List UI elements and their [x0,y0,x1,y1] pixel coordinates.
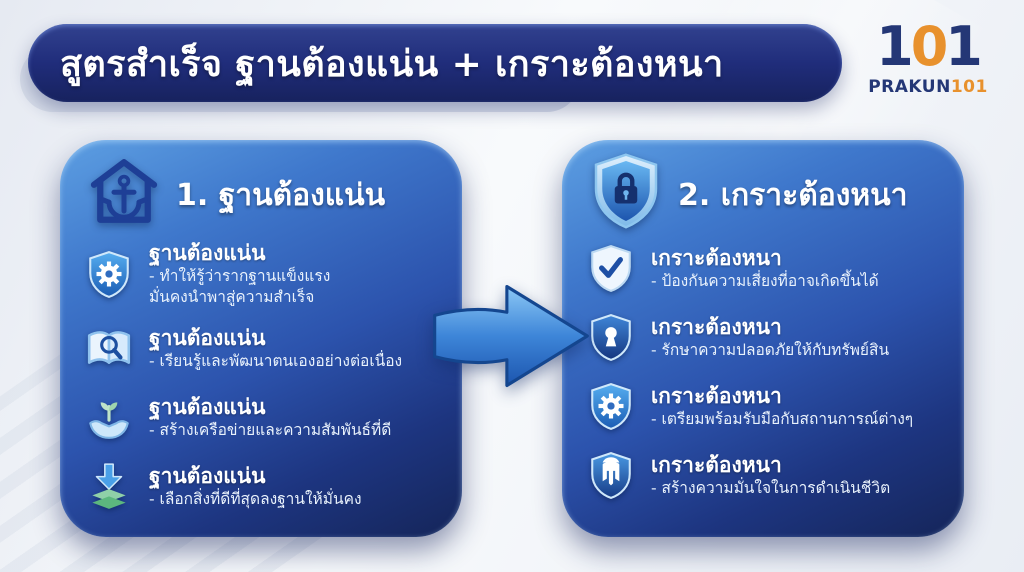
item-desc-line: - ทำให้รู้ว่ารากฐานแข็งแรง [149,267,331,286]
brand-name: PRAKUN101 [848,77,1008,97]
shield-cog-icon [586,381,636,431]
list-item: ฐานต้องแน่น - เรียนรู้และพัฒนาตนเองอย่าง… [84,320,438,376]
hands-plant-icon [84,392,134,442]
item-title: ฐานต้องแน่น [149,394,266,419]
item-desc-line: - รักษาความปลอดภัยให้กับทรัพย์สิน [651,340,890,359]
item-desc: - เลือกสิ่งที่ดีที่สุดลงฐานให้มั่นคง [149,489,438,509]
foundation-panel: 1. ฐานต้องแน่น [60,140,462,537]
item-title: ฐานต้องแน่น [149,325,266,350]
armor-panel-header: 2. เกราะต้องหนา [586,151,940,236]
shield-helmet-icon [586,450,636,500]
logo-digit: 0 [910,15,949,78]
arrow-stack-icon [84,461,134,511]
shield-check-icon [586,243,636,293]
logo-101: 101 [848,20,1008,74]
item-title: เกราะต้องหนา [651,383,782,408]
item-desc-line: มั่นคงนำพาสู่ความสำเร็จ [149,287,315,306]
book-magnifier-icon [84,323,134,373]
item-desc: - ทำให้รู้ว่ารากฐานแข็งแรง มั่นคงนำพาสู่… [149,266,438,307]
brand-name-suffix: 101 [950,77,988,97]
list-item: เกราะต้องหนา - เตรียมพร้อมรับมือกับสถานก… [586,378,940,434]
item-text: ฐานต้องแน่น - เรียนรู้และพัฒนาตนเองอย่าง… [149,325,438,372]
title-banner: สูตรสำเร็จ ฐานต้องแน่น + เกราะต้องหนา [28,24,842,102]
item-desc-line: - สร้างเครือข่ายและความสัมพันธ์ที่ดี [149,421,392,440]
item-title: เกราะต้องหนา [651,245,782,270]
item-text: เกราะต้องหนา - สร้างความมั่นใจในการดำเนิ… [651,452,940,499]
item-desc-line: - เตรียมพร้อมรับมือกับสถานการณ์ต่างๆ [651,409,914,428]
item-text: ฐานต้องแน่น - สร้างเครือข่ายและความสัมพั… [149,394,438,441]
list-item: เกราะต้องหนา - ป้องกันความเสี่ยงที่อาจเก… [586,240,940,296]
item-desc-line: - ป้องกันความเสี่ยงที่อาจเกิดขึ้นได้ [651,271,879,290]
logo-digit: 1 [876,15,914,78]
item-desc: - สร้างเครือข่ายและความสัมพันธ์ที่ดี [149,420,438,440]
item-title: เกราะต้องหนา [651,314,782,339]
item-title: ฐานต้องแน่น [149,463,266,488]
foundation-panel-title: 1. ฐานต้องแน่น [176,177,386,213]
list-item: ฐานต้องแน่น - เลือกสิ่งที่ดีที่สุดลงฐานใ… [84,458,438,514]
brand-name-prefix: PRAKUN [868,77,951,97]
list-item: เกราะต้องหนา - รักษาความปลอดภัยให้กับทรั… [586,309,940,365]
item-desc-line: - สร้างความมั่นใจในการดำเนินชีวิต [651,478,891,497]
foundation-items: ฐานต้องแน่น - ทำให้รู้ว่ารากฐานแข็งแรง ม… [84,240,438,514]
brand-logo: 101 PRAKUN101 [848,20,1008,98]
item-text: เกราะต้องหนา - รักษาความปลอดภัยให้กับทรั… [651,314,940,361]
item-desc-line: - เลือกสิ่งที่ดีที่สุดลงฐานให้มั่นคง [149,490,362,509]
item-desc-line: - เรียนรู้และพัฒนาตนเองอย่างต่อเนื่อง [149,352,403,371]
armor-panel-title: 2. เกราะต้องหนา [678,177,908,213]
shield-gear-icon [84,249,134,299]
shield-keyhole-icon [586,312,636,362]
item-title: ฐานต้องแน่น [149,241,266,265]
armor-items: เกราะต้องหนา - ป้องกันความเสี่ยงที่อาจเก… [586,240,940,503]
item-title: เกราะต้องหนา [651,452,782,477]
item-text: เกราะต้องหนา - ป้องกันความเสี่ยงที่อาจเก… [651,245,940,292]
item-desc: - รักษาความปลอดภัยให้กับทรัพย์สิน [651,340,940,360]
item-desc: - เรียนรู้และพัฒนาตนเองอย่างต่อเนื่อง [149,351,438,371]
page-title: สูตรสำเร็จ ฐานต้องแน่น + เกราะต้องหนา [60,43,724,85]
list-item: ฐานต้องแน่น - สร้างเครือข่ายและความสัมพั… [84,389,438,445]
item-desc: - สร้างความมั่นใจในการดำเนินชีวิต [651,478,940,498]
flow-arrow-icon [433,284,589,388]
item-desc: - เตรียมพร้อมรับมือกับสถานการณ์ต่างๆ [651,409,940,429]
list-item: เกราะต้องหนา - สร้างความมั่นใจในการดำเนิ… [586,447,940,503]
foundation-panel-header: 1. ฐานต้องแน่น [84,154,438,236]
item-desc: - ป้องกันความเสี่ยงที่อาจเกิดขึ้นได้ [651,271,940,291]
anchor-house-icon [84,151,164,231]
item-text: ฐานต้องแน่น - เลือกสิ่งที่ดีที่สุดลงฐานใ… [149,463,438,510]
logo-digit: 1 [945,15,983,78]
item-text: ฐานต้องแน่น - ทำให้รู้ว่ารากฐานแข็งแรง ม… [149,240,438,307]
armor-panel: 2. เกราะต้องหนา เกราะต้องหนา - ป้องกันคว… [562,140,964,537]
shield-lock-icon [586,151,666,231]
list-item: ฐานต้องแน่น - ทำให้รู้ว่ารากฐานแข็งแรง ม… [84,240,438,307]
item-text: เกราะต้องหนา - เตรียมพร้อมรับมือกับสถานก… [651,383,940,430]
